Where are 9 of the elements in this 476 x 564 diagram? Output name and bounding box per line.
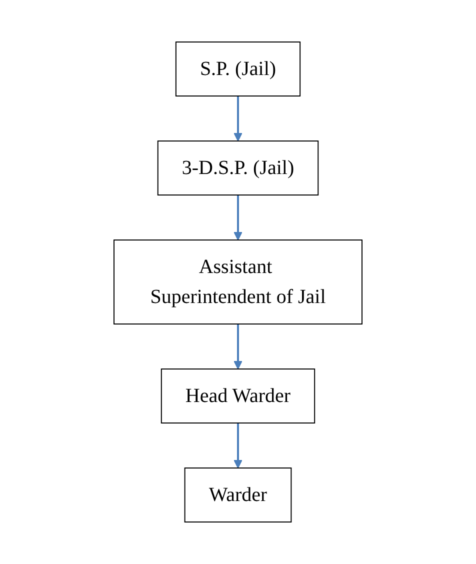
arrow	[234, 96, 242, 142]
arrow	[234, 195, 242, 240]
node-box: S.P. (Jail)	[175, 42, 301, 96]
node-box: Head Warder	[160, 368, 316, 424]
node-box: 3-D.S.P. (Jail)	[157, 140, 319, 196]
arrow	[234, 324, 242, 370]
node-box: Assistant Superintendent of Jail	[114, 240, 362, 324]
node-box: Warder	[184, 468, 292, 522]
arrow	[234, 423, 242, 468]
